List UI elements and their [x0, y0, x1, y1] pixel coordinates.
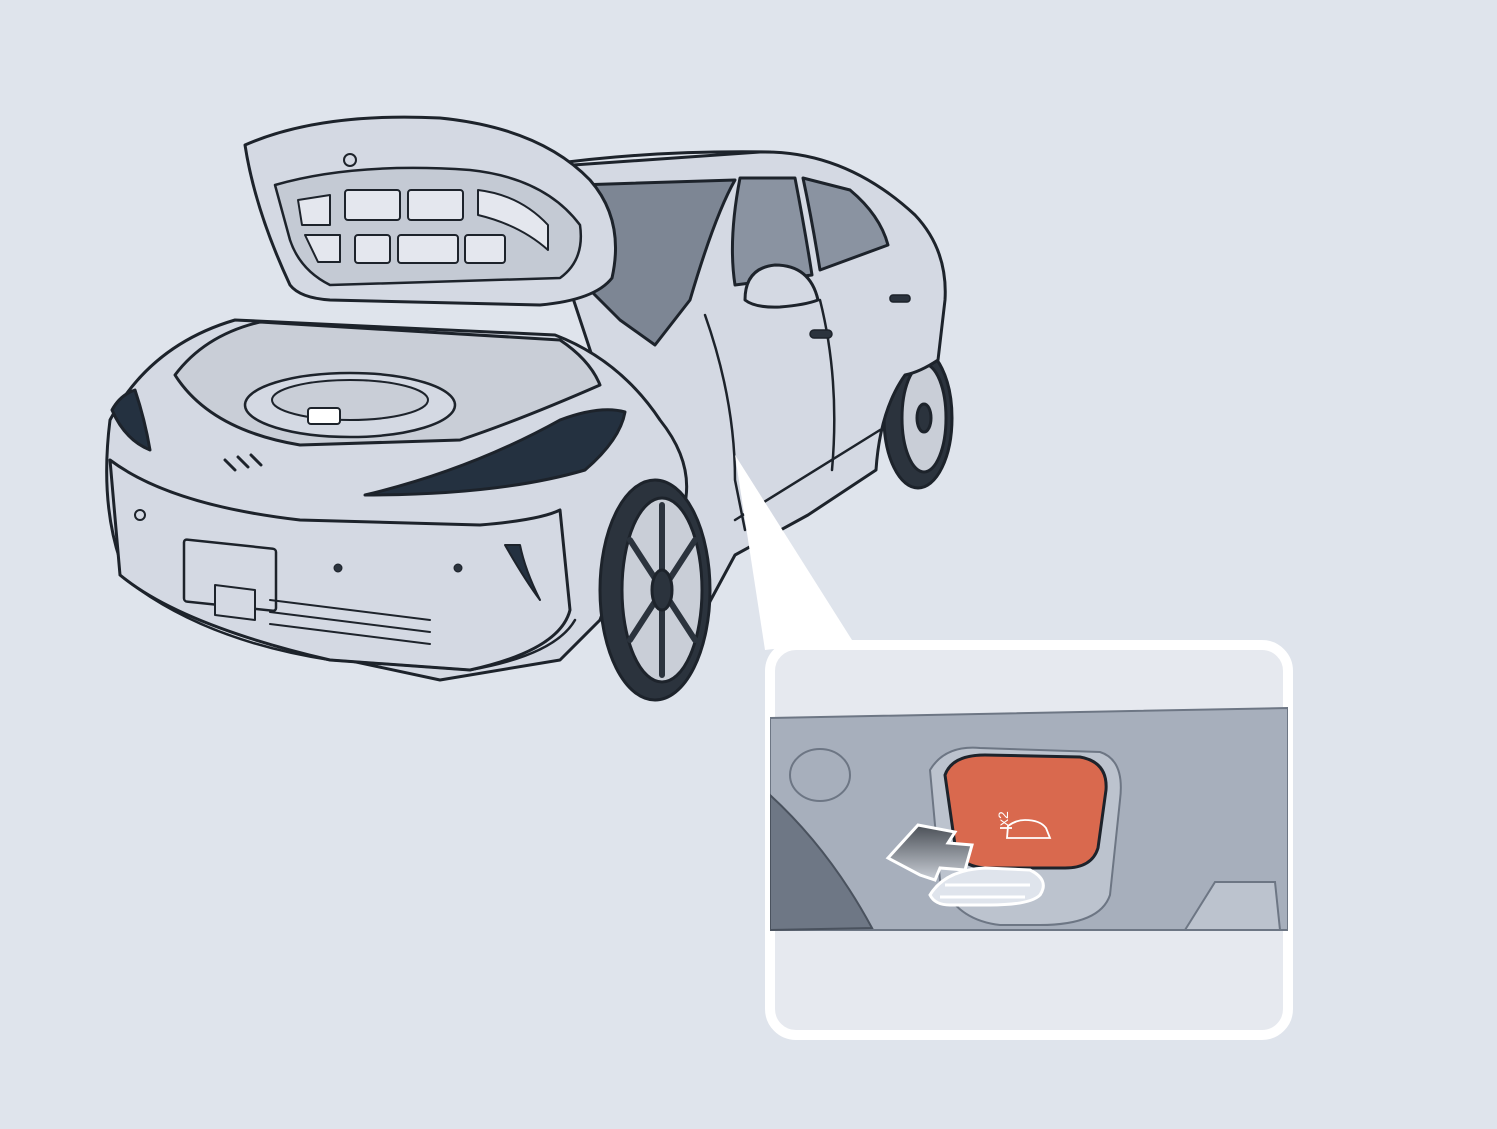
front-wheel: [600, 480, 710, 700]
press-count-label: x2: [995, 811, 1011, 826]
callout-panel: x2: [770, 645, 1288, 1035]
